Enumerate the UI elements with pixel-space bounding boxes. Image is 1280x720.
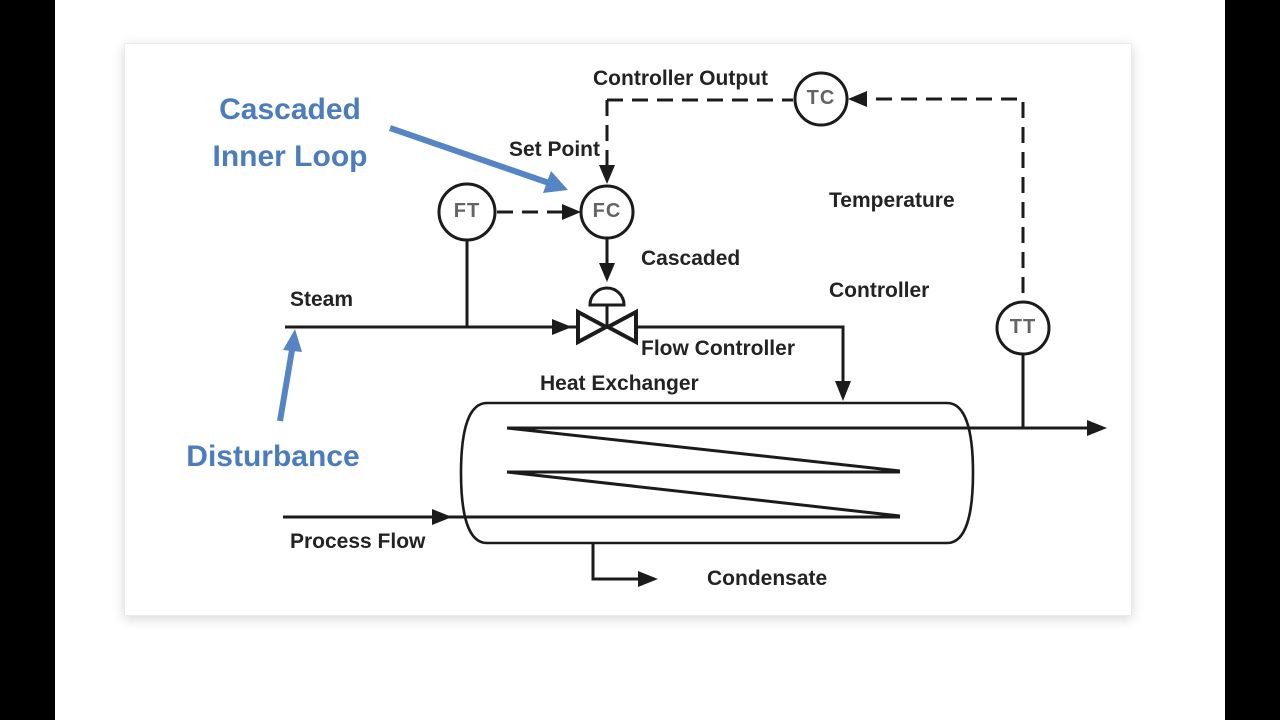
temperature-controller-label: Temperature Controller bbox=[829, 126, 955, 366]
cascaded-flow-controller-line1: Cascaded bbox=[641, 247, 741, 270]
cascaded-flow-controller-label: Cascaded Flow Controller bbox=[641, 184, 795, 424]
controller-output-label: Controller Output bbox=[593, 67, 768, 90]
ft-tag: FT bbox=[453, 200, 481, 222]
left-letterbox-bar bbox=[0, 0, 55, 720]
tc-tag: TC bbox=[806, 87, 836, 109]
heat-exchanger-label: Heat Exchanger bbox=[540, 372, 699, 395]
right-letterbox-bar bbox=[1225, 0, 1280, 720]
tt-tag: TT bbox=[1009, 316, 1037, 338]
temperature-controller-line2: Controller bbox=[829, 279, 930, 302]
cascaded-inner-loop-line1: Cascaded bbox=[219, 93, 361, 126]
process-flow-label: Process Flow bbox=[290, 530, 426, 553]
temperature-controller-line1: Temperature bbox=[829, 189, 955, 212]
cascaded-inner-loop-annotation: Cascaded Inner Loop bbox=[175, 86, 405, 180]
set-point-label: Set Point bbox=[508, 138, 600, 161]
fc-tag: FC bbox=[592, 200, 622, 222]
condensate-label: Condensate bbox=[707, 567, 828, 590]
disturbance-annotation: Disturbance bbox=[186, 440, 360, 473]
steam-label: Steam bbox=[290, 288, 354, 311]
cascaded-inner-loop-line2: Inner Loop bbox=[212, 140, 368, 173]
cascaded-flow-controller-line2: Flow Controller bbox=[641, 337, 795, 360]
